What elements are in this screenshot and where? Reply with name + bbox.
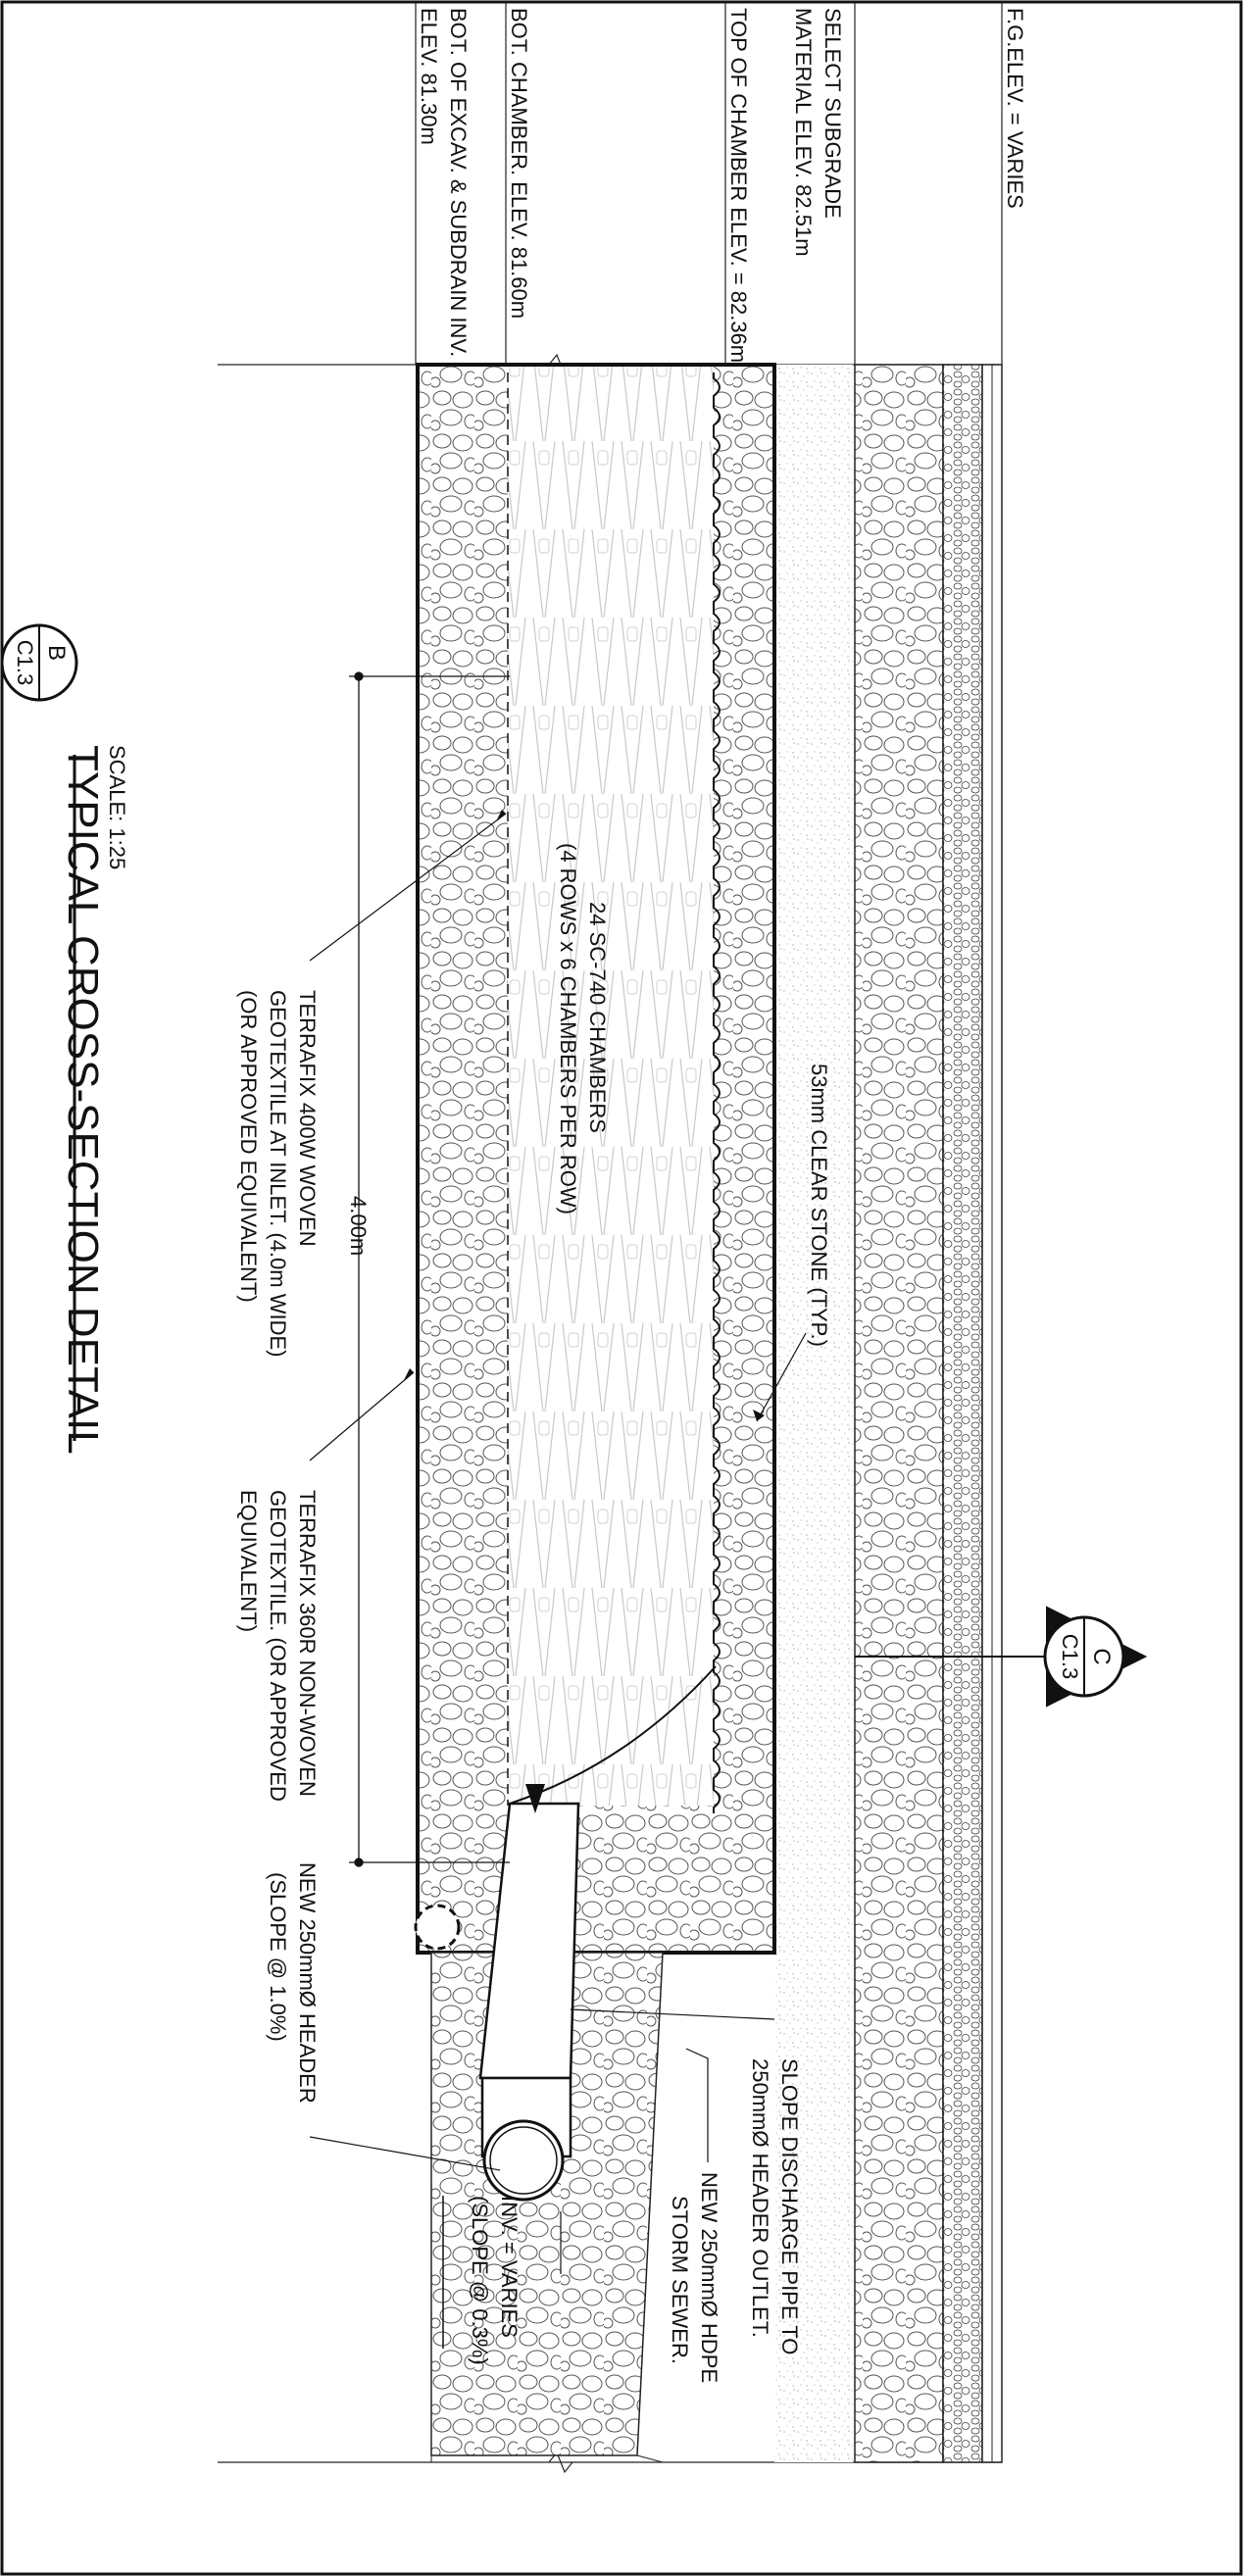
chamber-array xyxy=(508,365,714,1806)
section-marker-c xyxy=(855,1606,1148,1708)
break-symbol-bottom xyxy=(548,2451,573,2474)
trench-edges xyxy=(430,2454,664,2463)
granular-top-layer xyxy=(942,364,983,2463)
arrow-nonwoven xyxy=(404,1368,414,1380)
header-pipe xyxy=(482,2119,565,2202)
chamber-corrugation xyxy=(713,372,721,1813)
detail-marker-b xyxy=(0,623,78,702)
arrow-woven xyxy=(496,810,506,821)
sand-layer xyxy=(774,365,853,2462)
arrow-clear-stone xyxy=(753,1410,765,1421)
leader-lines xyxy=(309,813,807,2274)
dimension-line-4m xyxy=(349,671,510,1867)
elevation-leader-lines xyxy=(218,2,1003,2463)
flow-arrow xyxy=(525,1784,545,1813)
header-pipe-inner xyxy=(489,2126,558,2195)
granular-base-layer xyxy=(854,364,944,2463)
subdrain-pipe xyxy=(414,1904,461,1951)
